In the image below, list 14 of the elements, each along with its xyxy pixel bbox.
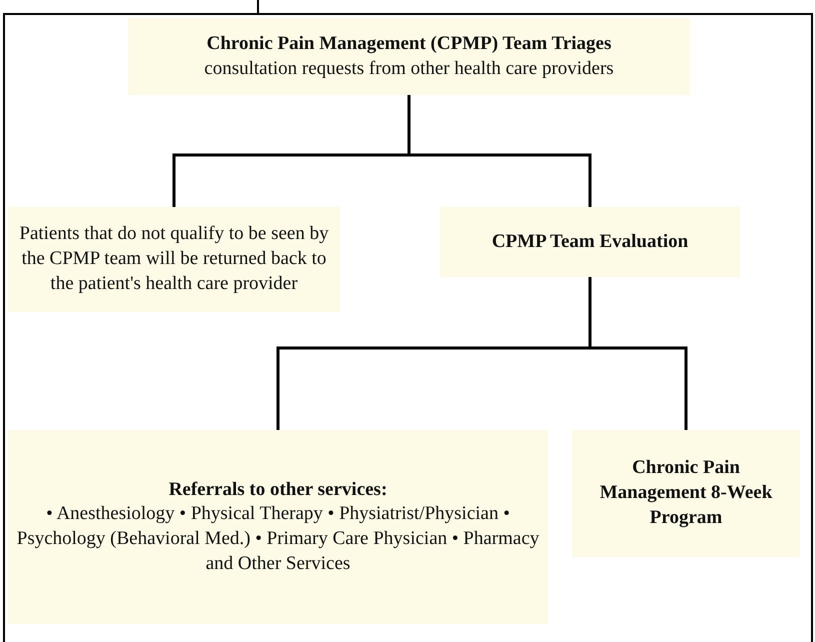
text-box — [572, 430, 800, 557]
body-text: CPMP Team Evaluation — [492, 230, 688, 254]
text-box — [8, 430, 548, 624]
text-box — [8, 207, 340, 312]
body-text: Patients that do not qualify to be seen by the CPMP team will be returned back to the patient's health care provider — [18, 222, 330, 296]
body-text: consultation requests from other health care providers — [204, 56, 614, 80]
text-box — [128, 18, 690, 95]
connector-line — [408, 95, 592, 207]
body-text: • Anesthesiology • Physical Therapy • Physiatrist/Physician • Psychology (Behavioral Med.) • Primary Care Physician • Pharmacy and Other Services — [16, 502, 540, 576]
connector-line — [588, 277, 688, 430]
heading: Referrals to other services: — [168, 478, 388, 502]
text-box — [440, 207, 740, 277]
heading: Chronic Pain Management (CPMP) Team Triages — [206, 32, 612, 56]
body-text: Chronic Pain Management 8-Week Program — [598, 456, 774, 530]
